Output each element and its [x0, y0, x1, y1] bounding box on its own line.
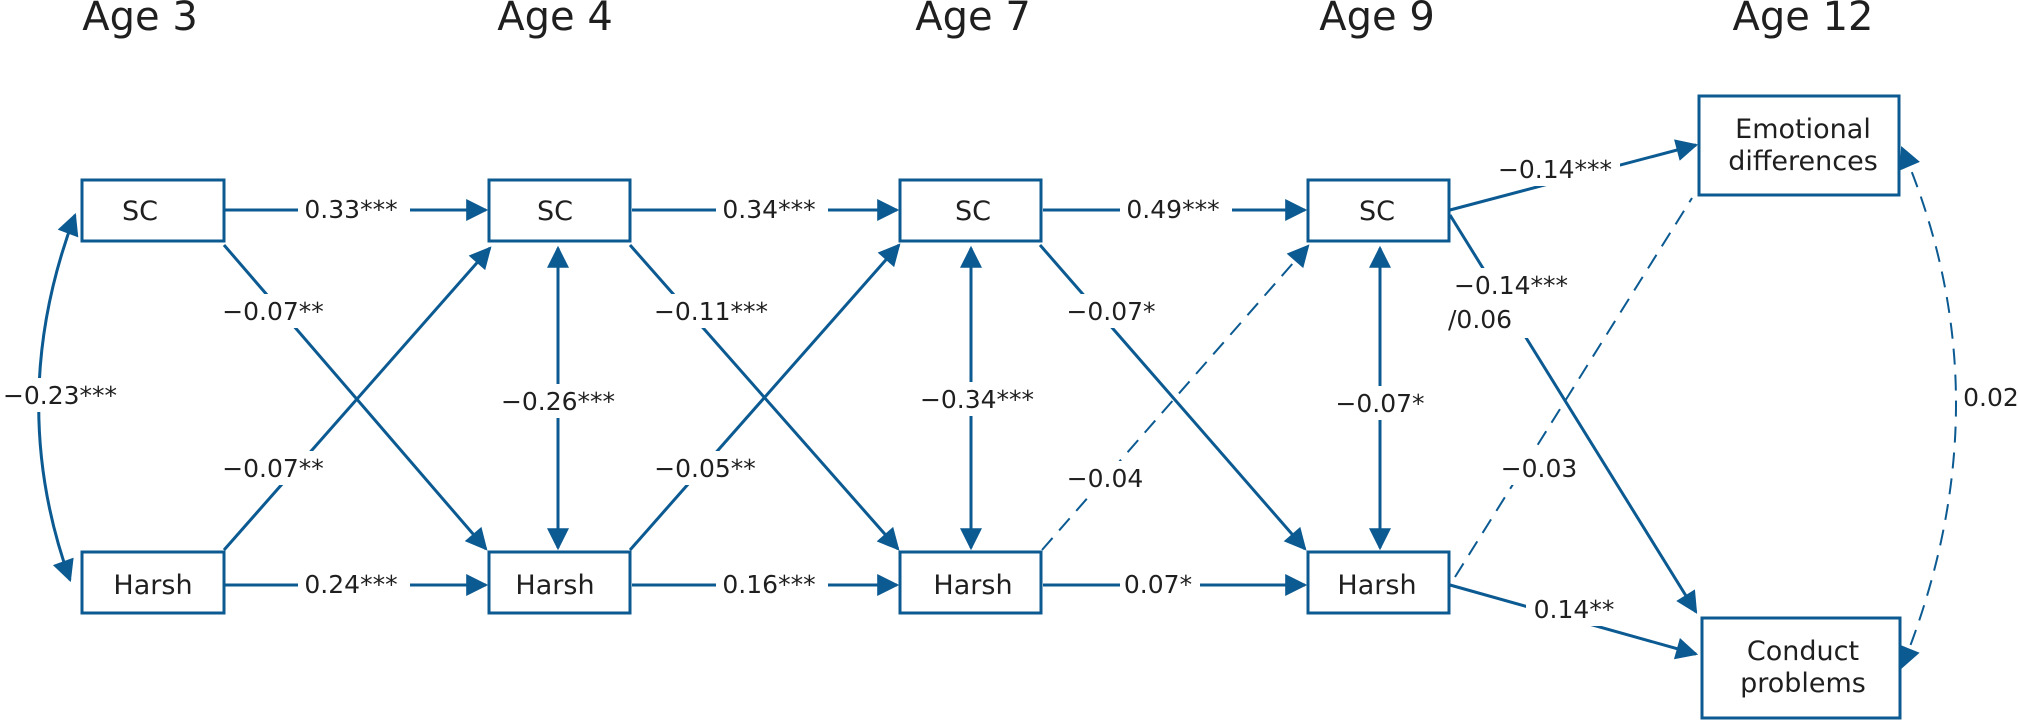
label-harsh4-sc7: −0.05**	[654, 454, 756, 483]
label-sc7-harsh9: −0.07*	[1066, 297, 1155, 326]
node-label-line2: problems	[1740, 668, 1866, 699]
node-label: SC	[955, 196, 991, 227]
node-label: Harsh	[515, 570, 594, 601]
node-label: Harsh	[113, 570, 192, 601]
node-label-line1: Conduct	[1747, 636, 1859, 667]
node-conduct-problems: Conduct problems	[1700, 616, 1902, 720]
node-label: Harsh	[933, 570, 1012, 601]
label-age12-corr: 0.02	[1963, 383, 2018, 412]
node-harsh-age3: Harsh	[80, 550, 226, 615]
label-sc3-harsh4: −0.07**	[222, 297, 324, 326]
node-label: SC	[1359, 196, 1395, 227]
label-harsh7-harsh9: 0.07*	[1124, 570, 1192, 599]
label-harsh9-emotional: −0.03	[1501, 454, 1578, 483]
edge-harsh3-sc4	[222, 246, 492, 551]
edge-harsh4-sc7	[628, 243, 901, 551]
corr-age12	[1899, 145, 1957, 670]
label-age3-corr: −0.23***	[3, 381, 117, 410]
node-label: SC	[122, 196, 158, 227]
label-harsh4-harsh7: 0.16***	[722, 570, 815, 599]
label-harsh3-sc4: −0.07**	[222, 454, 324, 483]
node-sc-age9: SC	[1306, 178, 1451, 243]
node-sc-age7: SC	[898, 178, 1043, 243]
label-age4-corr: −0.26***	[501, 387, 615, 416]
edge-sc7-harsh9	[1038, 244, 1307, 551]
age-header-4: Age 4	[497, 0, 613, 40]
label-sc3-sc4: 0.33***	[304, 195, 397, 224]
age-header-3: Age 3	[82, 0, 198, 40]
label-sc4-sc7: 0.34***	[722, 195, 815, 224]
node-sc-age4: SC	[487, 178, 632, 243]
label-harsh7-sc9: −0.04	[1067, 464, 1144, 493]
label-sc4-harsh7: −0.11***	[654, 297, 768, 326]
label-sc9-conduct-1: −0.14***	[1454, 271, 1568, 300]
edge-harsh7-sc9	[1041, 244, 1310, 551]
node-sc-age3: SC	[80, 178, 226, 243]
node-emotional-differences: Emotional differences	[1697, 94, 1901, 197]
label-age7-corr: −0.34***	[920, 385, 1034, 414]
label-sc9-conduct-2: /0.06	[1448, 305, 1512, 334]
age-header-9: Age 9	[1319, 0, 1435, 40]
node-label-line1: Emotional	[1735, 114, 1871, 145]
node-harsh-age9: Harsh	[1306, 550, 1451, 615]
node-harsh-age7: Harsh	[898, 550, 1043, 615]
label-sc7-sc9: 0.49***	[1126, 195, 1219, 224]
label-sc9-emotional: −0.14***	[1498, 155, 1612, 184]
label-age9-corr: −0.07*	[1335, 389, 1424, 418]
node-label-line2: differences	[1728, 146, 1878, 177]
age-header-7: Age 7	[915, 0, 1031, 40]
node-label: SC	[537, 196, 573, 227]
age-header-12: Age 12	[1733, 0, 1874, 40]
label-harsh9-conduct: 0.14**	[1534, 595, 1615, 624]
label-harsh3-harsh4: 0.24***	[304, 570, 397, 599]
node-harsh-age4: Harsh	[487, 550, 632, 615]
edge-harsh9-emotional	[1454, 197, 1693, 578]
node-label: Harsh	[1337, 570, 1416, 601]
